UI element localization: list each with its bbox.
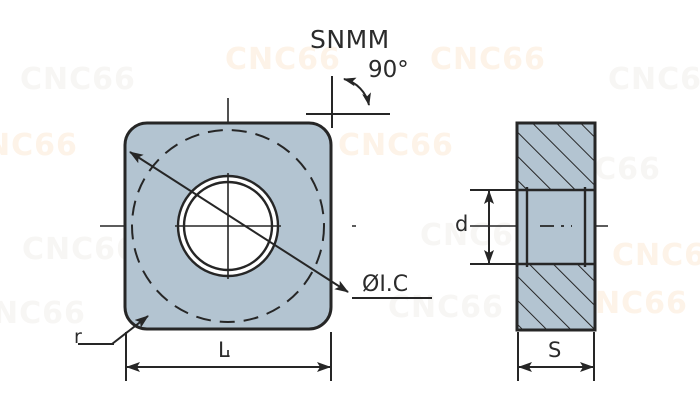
side-view-hatch-bottom bbox=[517, 263, 595, 331]
length-dimension bbox=[125, 332, 332, 381]
angle-indicator bbox=[306, 76, 390, 128]
inscribed-circle-dimension-line bbox=[129, 151, 349, 293]
hole-diameter-dimension bbox=[470, 189, 530, 265]
thickness-dimension bbox=[517, 332, 595, 381]
angle-arc bbox=[343, 77, 371, 106]
side-view-hatch-top bbox=[517, 123, 595, 191]
side-view-bore bbox=[527, 190, 585, 264]
corner-radius-leader bbox=[111, 315, 149, 345]
side-view-body-outline bbox=[515, 121, 597, 332]
